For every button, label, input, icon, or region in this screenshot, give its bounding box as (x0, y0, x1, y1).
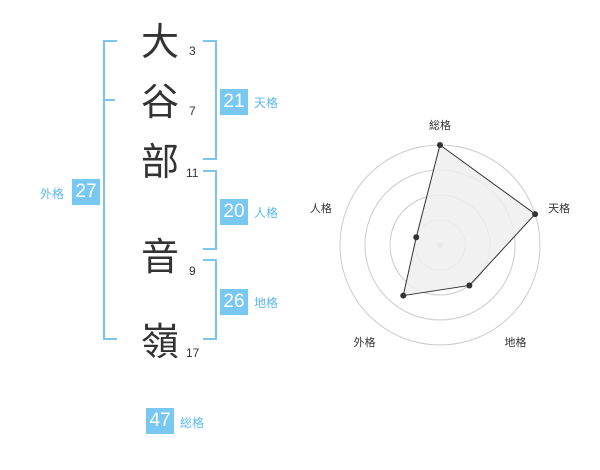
chikaku-label: 地格 (254, 296, 279, 310)
name-char-1: 大 (140, 20, 179, 64)
jinkaku-bracket (203, 170, 217, 250)
radar-point-4 (400, 292, 407, 299)
name-char-4: 音 (140, 235, 179, 279)
radar-polygon (402, 144, 536, 297)
soukaku-label: 総格 (180, 416, 205, 430)
stroke-count-5: 17 (186, 346, 200, 360)
tenkaku-badge: 21 (220, 89, 248, 115)
radar-axis-label-5: 人格 (310, 201, 332, 215)
name-char-2: 谷 (140, 80, 179, 124)
gaikaku-bracket-tick (103, 99, 115, 101)
stroke-count-4: 9 (189, 264, 196, 278)
stroke-count-3: 11 (186, 166, 199, 180)
radar-axis-label-4: 外格 (353, 335, 375, 349)
name-char-5: 嶺 (140, 320, 179, 364)
gaikaku-label: 外格 (40, 187, 65, 201)
stroke-count-2: 7 (189, 104, 196, 118)
radar-axis-label-3: 地格 (505, 335, 527, 349)
radar-point-3 (466, 282, 473, 289)
gaikaku-bracket (103, 40, 117, 340)
chikaku-bracket (203, 259, 217, 340)
radar-axis-label-1: 総格 (429, 118, 451, 132)
chikaku-badge: 26 (220, 289, 248, 315)
gaikaku-badge: 27 (72, 179, 100, 205)
radar-point-5 (413, 234, 420, 241)
tenkaku-bracket (203, 40, 217, 160)
radar-point-1 (437, 142, 443, 148)
radar-axis-label-2: 天格 (548, 201, 570, 215)
jinkaku-badge: 20 (220, 199, 248, 225)
stroke-count-1: 3 (189, 44, 196, 58)
radar-point-2 (532, 211, 539, 218)
jinkaku-label: 人格 (254, 206, 279, 220)
soukaku-badge: 47 (146, 408, 174, 434)
tenkaku-label: 天格 (254, 96, 279, 110)
name-char-3: 部 (140, 140, 179, 184)
